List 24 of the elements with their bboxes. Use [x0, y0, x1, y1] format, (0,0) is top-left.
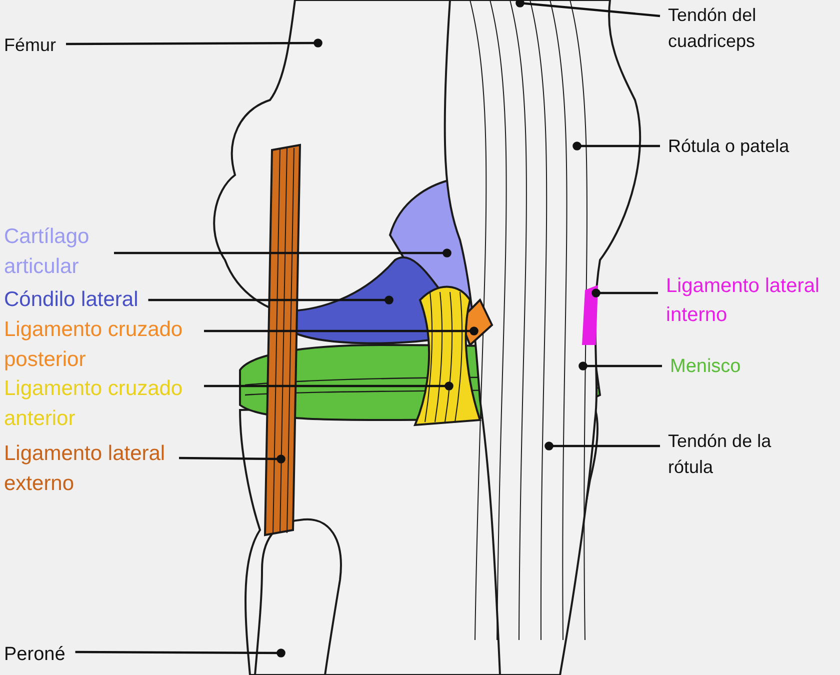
leader-line: [544, 442, 660, 450]
part-label: Cartílago articular: [4, 224, 90, 280]
part-label: Fémur: [4, 34, 56, 57]
part-label: Menisco: [670, 355, 741, 379]
part-label: Tendón del cuadriceps: [668, 4, 758, 54]
part-label: Ligamento cruzado anterior: [4, 376, 184, 432]
part-label: Rótula o patela: [668, 135, 790, 158]
leader-line: [148, 296, 394, 304]
leader-line: [204, 326, 478, 336]
leader-line: [204, 382, 454, 390]
leader-line: [592, 288, 658, 298]
leader-line: [178, 454, 286, 464]
part-label: Peroné: [4, 643, 66, 667]
leader-line: [578, 362, 662, 370]
part-label: Tendón de la rótula: [668, 430, 772, 480]
leader-line: [516, 0, 660, 18]
leader-line: [114, 248, 452, 258]
part-label: Cóndilo lateral: [4, 287, 138, 313]
part-label: Ligamento lateral interno: [666, 274, 820, 328]
leader-line: [75, 648, 286, 658]
part-label: Ligamento lateral externo: [4, 441, 166, 498]
part-label: Ligamento cruzado posterior: [4, 317, 184, 374]
leader-line: [66, 38, 322, 48]
leader-line: [572, 142, 660, 150]
